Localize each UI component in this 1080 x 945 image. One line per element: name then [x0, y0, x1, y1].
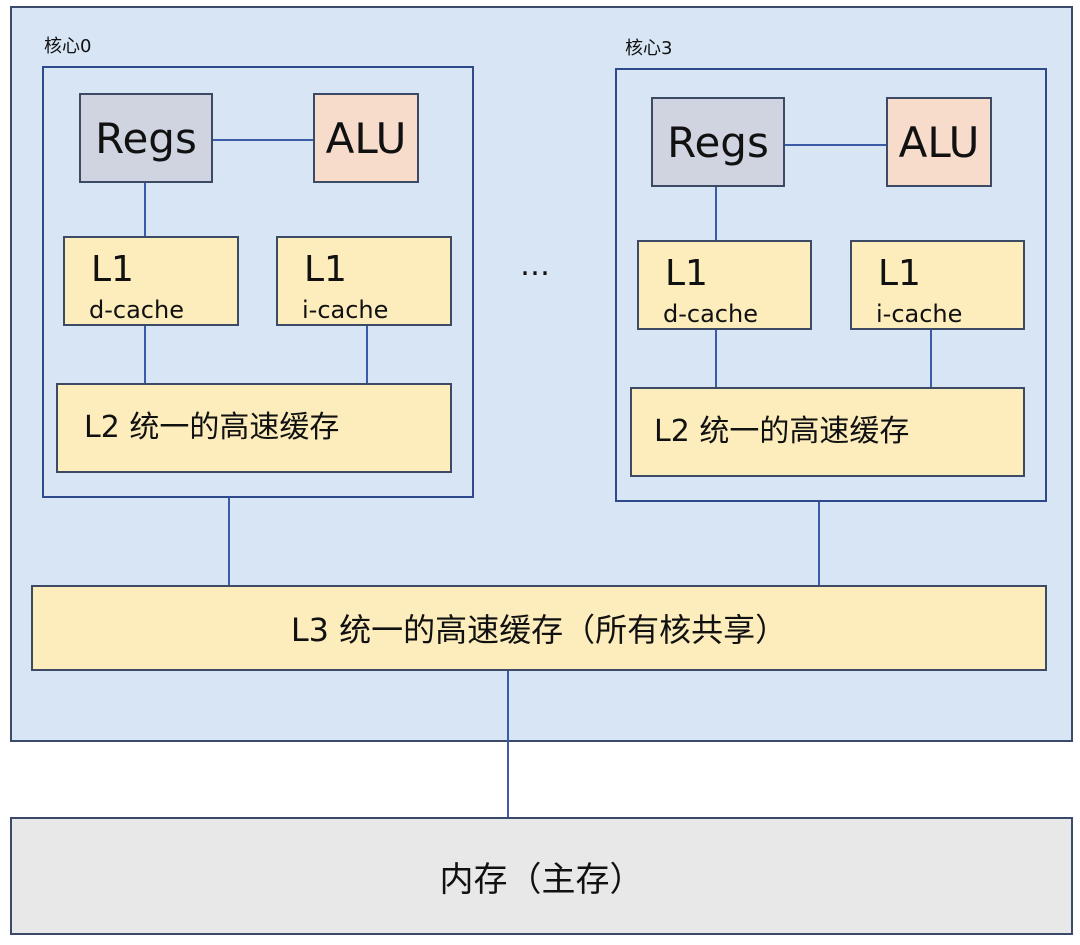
main-memory-label: 内存（主存） — [439, 859, 644, 900]
core-3 — [615, 68, 1047, 502]
core-3-l1i-name: L1 — [878, 253, 921, 294]
core-3-l1d-sub: d-cache — [663, 300, 758, 328]
l3-shared-cache: L3 统一的高速缓存（所有核共享） — [31, 585, 1047, 671]
core-0-l1d-name: L1 — [91, 249, 134, 290]
core-0-l1i-l2-link — [366, 326, 368, 383]
more-cores-ellipsis: … — [520, 248, 550, 283]
core-3-regs: Regs — [651, 97, 785, 187]
core-3-l1-dcache: L1 d-cache — [637, 240, 812, 330]
core-0-label: 核心0 — [44, 36, 92, 57]
core-0-l1i-sub: i-cache — [302, 296, 389, 324]
core-3-l3-link — [818, 502, 820, 585]
core-3-l2-cache: L2 统一的高速缓存 — [630, 387, 1025, 477]
core-0-alu: ALU — [313, 93, 419, 183]
l3-memory-link — [507, 671, 509, 817]
core-0-l2-cache: L2 统一的高速缓存 — [56, 383, 452, 473]
core-0-regs: Regs — [79, 93, 213, 183]
core-0-l1-icache: L1 i-cache — [276, 236, 452, 326]
core-0-l1-dcache: L1 d-cache — [63, 236, 239, 326]
core-3-l1d-l2-link — [715, 330, 717, 387]
core-3-l1-icache: L1 i-cache — [850, 240, 1025, 330]
core-3-l2-desc: 统一的高速缓存 — [699, 414, 910, 449]
core-0-regs-alu-link — [213, 139, 313, 141]
core-3-alu: ALU — [886, 97, 992, 187]
core-0-l1d-sub: d-cache — [89, 296, 184, 324]
core-0-regs-l1d-link — [144, 183, 146, 236]
core-3-l1i-l2-link — [930, 330, 932, 387]
core-0 — [42, 66, 474, 498]
core-0-l1d-l2-link — [144, 326, 146, 383]
core-0-l2-label: L2 统一的高速缓存 — [84, 410, 339, 446]
core-0-l3-link — [228, 498, 230, 585]
main-memory: 内存（主存） — [10, 817, 1073, 935]
core-0-l2-desc: 统一的高速缓存 — [129, 410, 340, 445]
core-3-l1d-name: L1 — [665, 253, 708, 294]
core-0-l2-name: L2 — [84, 410, 120, 445]
core-3-l2-name: L2 — [654, 414, 690, 449]
core-3-l2-label: L2 统一的高速缓存 — [654, 414, 909, 450]
core-3-regs-l1d-link — [715, 187, 717, 240]
core-3-label: 核心3 — [625, 38, 673, 59]
core-0-l1i-name: L1 — [304, 249, 347, 290]
core-3-l1i-sub: i-cache — [876, 300, 963, 328]
l3-label: L3 统一的高速缓存（所有核共享） — [290, 611, 788, 649]
core-3-regs-alu-link — [785, 144, 886, 146]
